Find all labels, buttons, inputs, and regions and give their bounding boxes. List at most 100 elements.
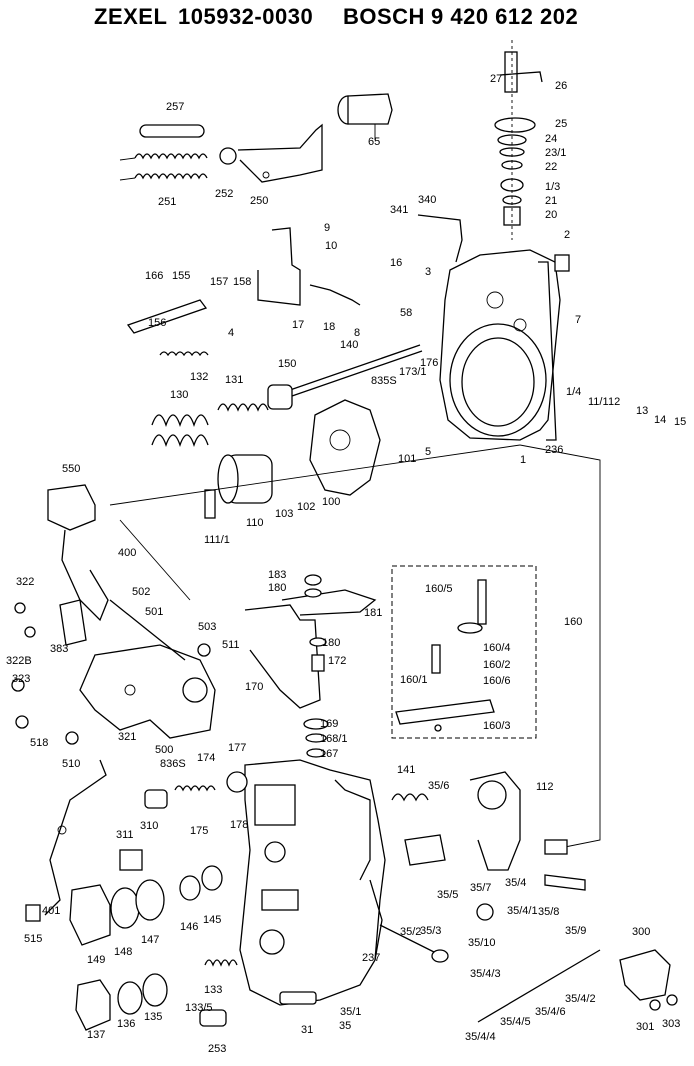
bolt-322b [24,626,36,638]
adjust-lever-400 [14,484,109,646]
callout-label: 35/5 [437,889,458,901]
ring-148 [110,887,140,929]
callout-label: 147 [141,934,159,946]
callout-label: 180 [268,582,286,594]
bore-boss [264,841,286,863]
callout-label: 323 [12,673,30,685]
washer-146 [179,875,201,901]
callout-label: 130 [170,389,188,401]
callout-label: 27 [490,73,502,85]
callout-label: 65 [368,136,380,148]
callout-label: 401 [42,905,60,917]
ring-167 [306,748,326,758]
callout-label: 35 [339,1020,351,1032]
washer-180 [304,588,322,598]
callout-label: 550 [62,463,80,475]
housing-bore [449,323,547,437]
flyweight-100 [309,399,381,496]
washer-180b [309,637,327,647]
callout-label: 15 [674,416,686,428]
bolt-321 [65,731,79,745]
callout-label: 35/4/4 [465,1031,496,1043]
callout-label: 2 [564,229,570,241]
washer-168-1 [305,733,327,743]
nut-503 [197,643,211,657]
callout-label: 149 [87,954,105,966]
link-lever-group [126,214,463,357]
plate-383 [59,599,87,646]
callout-label: 100 [322,496,340,508]
callout-label: 111/1 [204,534,230,546]
callout-label: 7 [575,314,581,326]
gasket-237 [369,879,383,961]
callout-label: 322B [6,655,32,667]
lever-250 [219,123,323,183]
lever-hole [262,171,270,179]
gasket-236 [538,261,557,441]
rod-35-4 [477,949,601,1023]
assembly-160 [395,579,495,732]
callout-label: 110 [246,517,264,529]
boss [513,318,527,332]
bolt-518 [15,715,29,729]
pin-172 [311,654,325,672]
callout-label: 35/7 [470,882,491,894]
lever-hole [57,825,67,835]
callout-label: 322 [16,576,34,588]
callout-label: 102 [297,501,315,513]
callout-label: 17 [292,319,304,331]
callout-label: 26 [555,80,567,92]
callout-label: 169 [320,718,338,730]
callout-label: 172 [328,655,346,667]
flyweight-bore [329,429,351,451]
control-lever-170 [244,574,377,758]
cap-137 [75,979,111,1031]
lever-510 [44,759,107,916]
callout-label: 9 [324,222,330,234]
callout-label: 20 [545,209,557,221]
spring-lower [134,173,208,180]
callout-label: 140 [340,339,358,351]
callout-label: 183 [268,569,286,581]
callout-label: 35/9 [565,925,586,937]
callout-label: 835S [371,375,397,387]
callout-label: 11/1 [588,396,609,408]
bracket-181 [281,589,377,616]
bracket-9 [257,227,301,306]
shaft-140-edge [291,350,423,397]
flyweight-assembly [204,399,381,519]
callout-label: 515 [24,933,42,945]
callout-label: 1/3 [545,181,560,193]
leader [119,157,136,161]
nut-183 [304,574,322,586]
callout-label: 180 [322,637,340,649]
callout-label: 1 [520,454,526,466]
brand-left: ZEXEL [94,4,168,29]
ring-136 [117,981,143,1015]
leader [119,177,136,181]
stop-lever-510 [25,759,107,922]
callout-label: 300 [632,926,650,938]
callout-label: 103 [275,508,293,520]
callout-label: 112 [536,781,554,793]
callout-label: 236 [545,444,563,456]
callout-label: 21 [545,195,557,207]
callout-label: 23/1 [545,147,566,159]
callout-label: 155 [172,270,190,282]
governor-housing-1 [439,249,570,441]
callout-label: 301 [636,1021,654,1033]
callout-label: 160/1 [400,674,428,686]
callout-label: 173/1 [399,366,427,378]
arm-160-4 [457,622,483,634]
spring-130 [151,414,209,427]
callout-label: 174 [197,752,215,764]
cap-149 [69,884,111,946]
callout-label: 156 [148,317,166,329]
lever-300 [619,949,671,1001]
callout-label: 101 [398,453,416,465]
bracket-boss [477,780,507,810]
callout-label: 133/5 [185,1002,213,1014]
